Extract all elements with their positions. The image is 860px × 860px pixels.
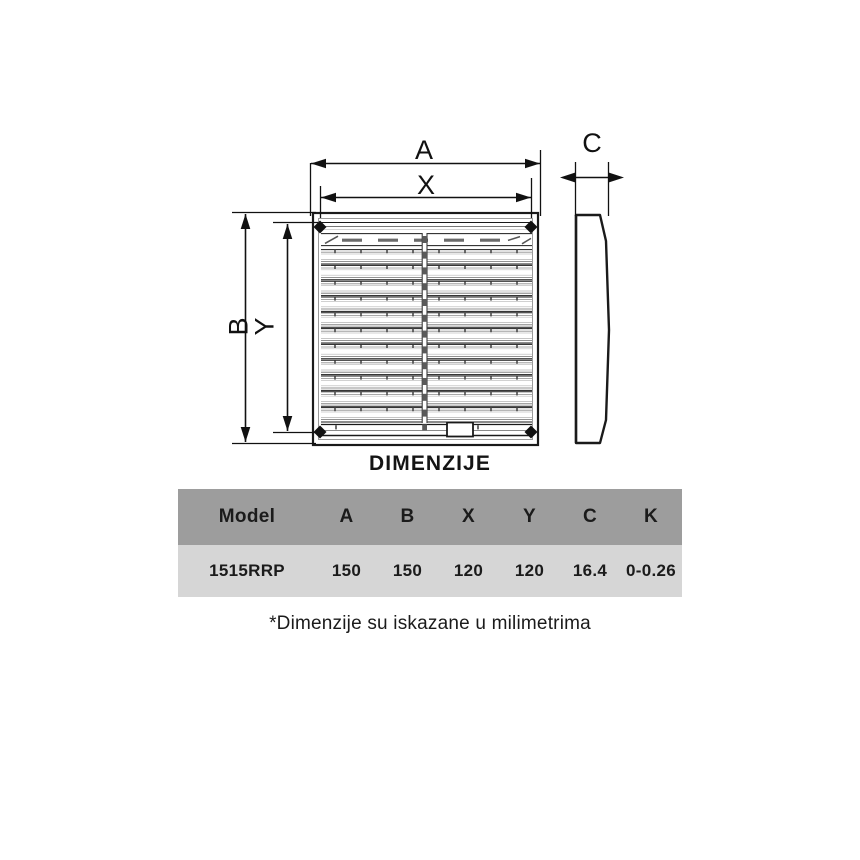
grille-front-view [311,211,540,447]
cell-a: 150 [331,561,362,580]
table-header-c: C [582,506,598,527]
dimension-label-y: Y [249,317,280,336]
corner-screw-markers [313,220,538,439]
table-row: 1515RRP 150 150 120 120 16.4 0-0.26 [178,545,682,597]
table-header-k: K [643,506,659,527]
cell-c: 16.4 [572,561,608,580]
units-note: *Dimenzije su iskazane u milimetrima [269,613,591,634]
dimension-label-c: C [582,128,602,158]
table-header-x: X [462,506,475,527]
center-divider [421,233,428,431]
cell-model: 1515RRP [209,561,285,580]
dimension-line-c [560,172,624,183]
dimension-label-x: X [416,170,435,200]
diagram-title: DIMENZIJE [369,452,491,475]
table-header-b: B [400,506,415,527]
latch-tab [446,421,474,438]
cell-x: 120 [453,561,484,580]
dimension-label-a: A [414,135,433,165]
table-header-y: Y [523,506,536,527]
grille-bottom-rail [319,421,532,438]
table-header-model: Model [218,506,276,527]
table-header-a: A [339,506,354,527]
cell-y: 120 [514,561,545,580]
grille-side-view [574,213,611,445]
dimension-lines [232,150,624,445]
table-header-row: Model A B X Y C K [178,489,682,545]
dimensions-table: Model A B X Y C K 1515RRP 150 150 120 12… [178,489,682,597]
cell-k: 0-0.26 [625,561,676,580]
cell-b: 150 [392,561,423,580]
